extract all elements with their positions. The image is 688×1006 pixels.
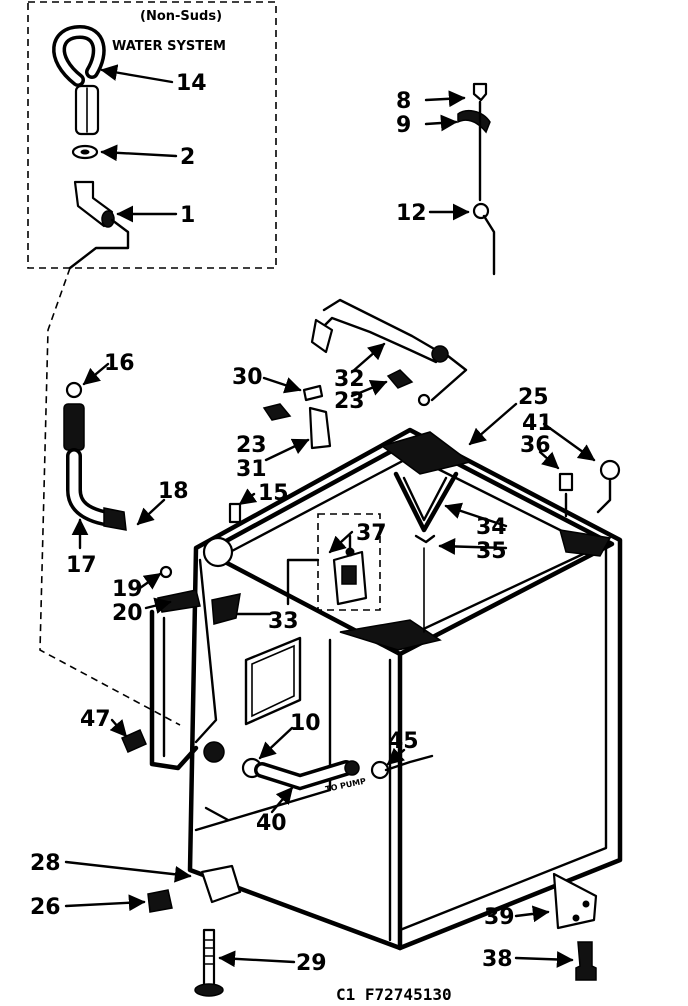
hose-clamp-end — [344, 760, 360, 776]
front-corner-bracket — [339, 619, 442, 651]
callout-18: 18 — [158, 479, 189, 504]
screw-part-15 — [228, 502, 242, 524]
callout-15: 15 — [258, 481, 289, 506]
clamp-part-9 — [457, 109, 491, 134]
callout-33: 33 — [268, 609, 299, 634]
drawing-code: C1 F72745130 — [336, 985, 452, 1004]
screw-part-23-left — [262, 403, 292, 421]
leveling-leg-bracket — [200, 864, 242, 904]
pump-hose-parts: 47 10 TO PUMP 45 40 — [80, 707, 434, 836]
right-corner-bracket — [558, 529, 612, 557]
hose-part-17 — [69, 451, 109, 523]
callout-39: 39 — [484, 905, 515, 930]
leg-part-38 — [575, 941, 597, 981]
callout-23-right: 23 — [334, 389, 365, 414]
callout-17: 17 — [66, 553, 97, 578]
clip-part-19 — [159, 565, 173, 579]
callout-2: 2 — [180, 145, 195, 170]
callout-10: 10 — [290, 711, 321, 736]
callout-16: 16 — [104, 351, 135, 376]
hose-end-right — [431, 345, 449, 363]
inset-dashed-border — [27, 1, 277, 269]
timer-switch-parts: 37 33 — [211, 513, 387, 634]
leveling-leg-part-29 — [202, 928, 216, 988]
callout-9: 9 — [396, 113, 411, 138]
clip-part-41 — [599, 459, 621, 481]
access-window — [244, 636, 302, 726]
suspension-part-34: 34 35 — [393, 471, 508, 633]
bracket-parts: 30 23 31 32 23 — [232, 342, 414, 482]
callout-1: 1 — [180, 203, 195, 228]
bottom-parts: 28 26 29 39 38 — [30, 851, 598, 997]
leg-foot — [194, 983, 224, 997]
screw-part-8 — [472, 82, 488, 102]
callout-47: 47 — [80, 707, 111, 732]
callout-38: 38 — [482, 947, 513, 972]
callout-25: 25 — [518, 385, 549, 410]
screw-part-47 — [121, 729, 147, 753]
callout-12: 12 — [396, 201, 427, 226]
hose-assembly-part-32 — [310, 298, 468, 407]
cabinet-top-opening — [203, 437, 615, 657]
clip-part-26 — [147, 889, 173, 913]
hose-part-40 — [257, 763, 351, 787]
callout-31: 31 — [236, 457, 267, 482]
left-hose-parts: 16 17 18 19 20 15 — [63, 351, 289, 771]
inset-title-line2: WATER SYSTEM — [112, 39, 226, 54]
callout-37: 37 — [356, 521, 387, 546]
top-right-parts: 8 9 12 — [396, 82, 496, 276]
grommet-part-12 — [472, 202, 490, 220]
callout-26: 26 — [30, 895, 61, 920]
callout-19: 19 — [112, 577, 143, 602]
callout-20: 20 — [112, 601, 143, 626]
callout-8: 8 — [396, 89, 411, 114]
spring-clamp-part-18 — [103, 507, 127, 531]
callout-14: 14 — [176, 71, 207, 96]
callout-23-left: 23 — [236, 433, 267, 458]
screw-part-30 — [302, 384, 324, 402]
callout-32: 32 — [334, 367, 365, 392]
cabinet-outline — [187, 427, 623, 951]
switch-dashed-box — [317, 513, 381, 611]
inset-title-line1: (Non-Suds) — [140, 9, 222, 24]
inset-pipe — [68, 218, 130, 270]
callout-30: 30 — [232, 365, 263, 390]
callout-29: 29 — [296, 951, 327, 976]
bracket-part-39 — [552, 872, 598, 930]
water-system-inset: (Non-Suds) WATER SYSTEM 14 2 1 — [27, 1, 277, 270]
washer-cabinet — [187, 427, 623, 951]
top-right-cabinet-parts: 25 41 36 — [468, 385, 621, 518]
washer-part-16 — [65, 381, 83, 399]
wire-lead — [482, 214, 496, 276]
callout-36: 36 — [520, 433, 551, 458]
hook-part-35 — [414, 534, 436, 544]
fitting — [203, 741, 225, 763]
callout-35: 35 — [476, 539, 507, 564]
switch-part-33 — [211, 593, 241, 625]
callout-34: 34 — [476, 515, 507, 540]
drain-tube — [149, 609, 199, 771]
left-corner-hole — [202, 536, 234, 568]
callout-41: 41 — [522, 411, 553, 436]
callout-28: 28 — [30, 851, 61, 876]
coupling — [63, 403, 85, 451]
rear-corner-bracket — [380, 431, 472, 475]
callout-40: 40 — [256, 811, 287, 836]
hose-end-left — [310, 318, 334, 354]
callout-45: 45 — [388, 729, 419, 754]
screw-part-23-right — [386, 369, 414, 389]
nut-part-36 — [558, 472, 574, 492]
bracket-part-31 — [308, 406, 332, 450]
